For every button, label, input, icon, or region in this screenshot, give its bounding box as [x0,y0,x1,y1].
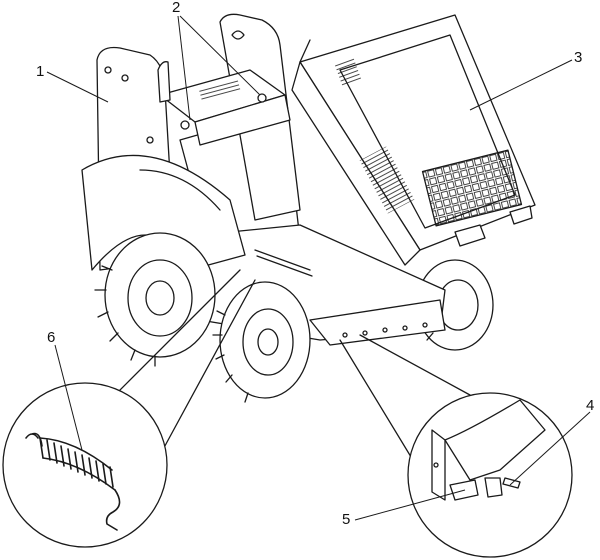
hood-gas-strut [254,249,313,277]
leader-1 [46,71,109,103]
leader-2b [179,15,261,96]
callout-3: 3 [574,49,583,66]
callout-5: 5 [342,511,351,528]
top-console [157,61,291,146]
callout-6: 6 [47,329,56,346]
leader-2a [177,15,191,121]
leader-5 [354,489,466,521]
front-right-wheel [212,281,311,403]
leader-lines [46,15,591,521]
front-left-fender [81,154,246,271]
leader-6 [54,344,83,451]
engine-hood [291,14,536,266]
callout-1: 1 [36,63,45,80]
latch-detail-circle [339,334,573,558]
callout-4: 4 [586,397,595,414]
spring-detail-circle [2,269,256,548]
leader-3 [469,59,573,111]
callout-2: 2 [172,0,181,16]
tension-spring [25,432,121,531]
front-left-wheel [94,232,216,367]
leader-4 [509,411,591,486]
